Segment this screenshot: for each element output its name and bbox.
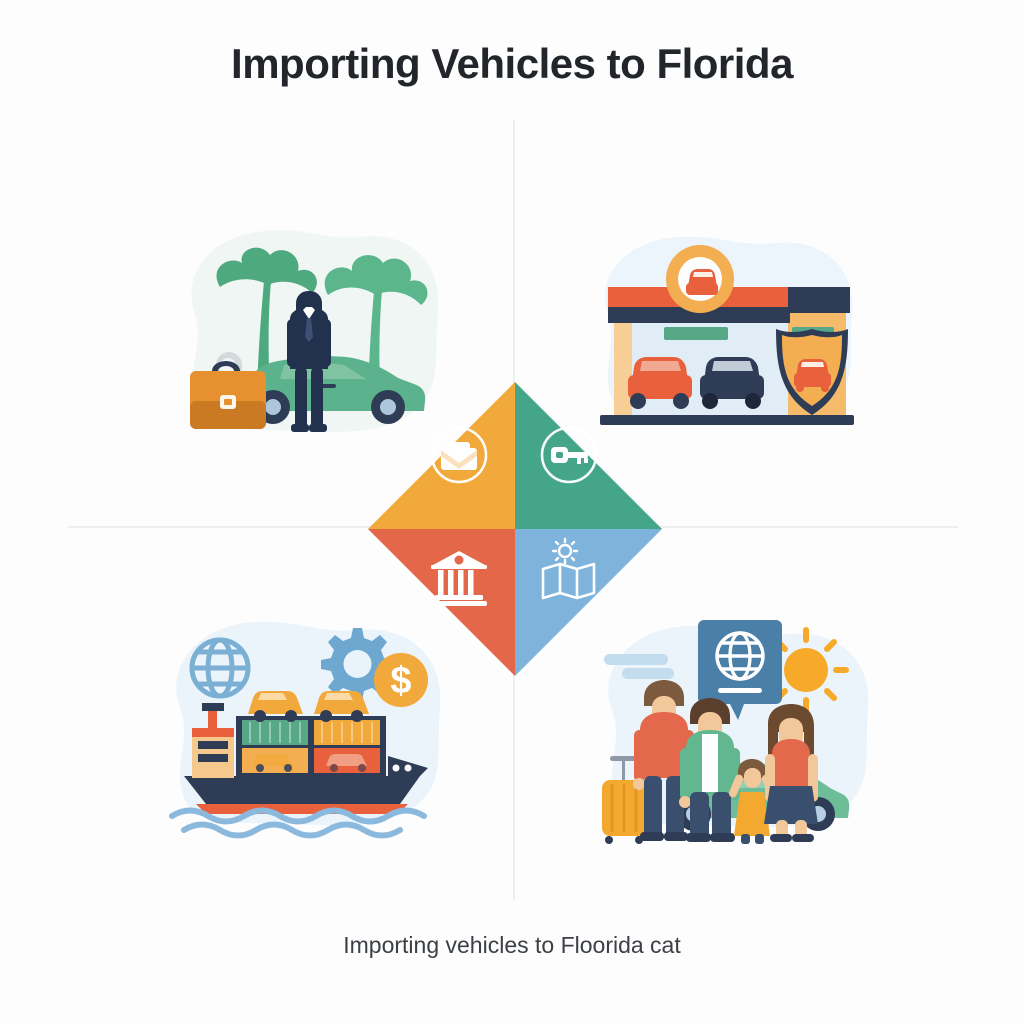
illustration-family-relocation (582, 612, 892, 847)
briefcase-icon (430, 426, 488, 484)
car-icon (248, 691, 303, 722)
pillar (614, 307, 632, 417)
car-icon (700, 357, 764, 409)
illustration-businessman-florida (160, 215, 460, 445)
hull-stripe (196, 804, 408, 814)
svg-text:$: $ (390, 660, 411, 702)
floor-line (600, 415, 854, 425)
family-icon (764, 704, 818, 842)
bank-icon (431, 551, 487, 606)
water-waves (169, 807, 427, 839)
businessman-icon (287, 291, 331, 432)
car-icon (252, 754, 293, 772)
container-ribs (249, 722, 373, 743)
cloud-icon (604, 654, 674, 679)
globe-icon (189, 637, 251, 699)
illustration-cargo-shipping: $ (148, 608, 463, 843)
sign-strip (664, 327, 728, 340)
car-icon (326, 754, 367, 772)
map-sun-icon (541, 537, 596, 600)
roof-band-navy (788, 287, 850, 313)
passport-globe-icon (698, 620, 782, 720)
container-icon (242, 720, 308, 745)
suitcase-icon (602, 756, 646, 844)
illustration-car-dealership (580, 225, 880, 440)
car-icon (314, 691, 369, 722)
car-icon (628, 357, 692, 409)
car-sign-icon (666, 245, 734, 313)
shield-icon (776, 329, 848, 415)
family-icon (729, 759, 776, 844)
diamond-quadrant-ownership[interactable] (515, 382, 662, 529)
shirt-collar (303, 307, 315, 319)
cargo-ship-icon (184, 776, 420, 804)
image-caption: Importing vehicles to Floorida cat (343, 932, 681, 958)
container-icon (314, 720, 380, 745)
diamond-quadrant-relocation[interactable] (515, 529, 662, 676)
dollar-coin-icon: $ (374, 653, 428, 707)
briefcase-icon (190, 352, 266, 429)
key-icon (540, 426, 598, 484)
page-title: Importing Vehicles to Florida (231, 40, 793, 87)
roof-band-navy (608, 307, 790, 323)
necktie-icon (305, 318, 313, 342)
center-diamond (366, 380, 664, 678)
ship-bridge (192, 703, 234, 778)
